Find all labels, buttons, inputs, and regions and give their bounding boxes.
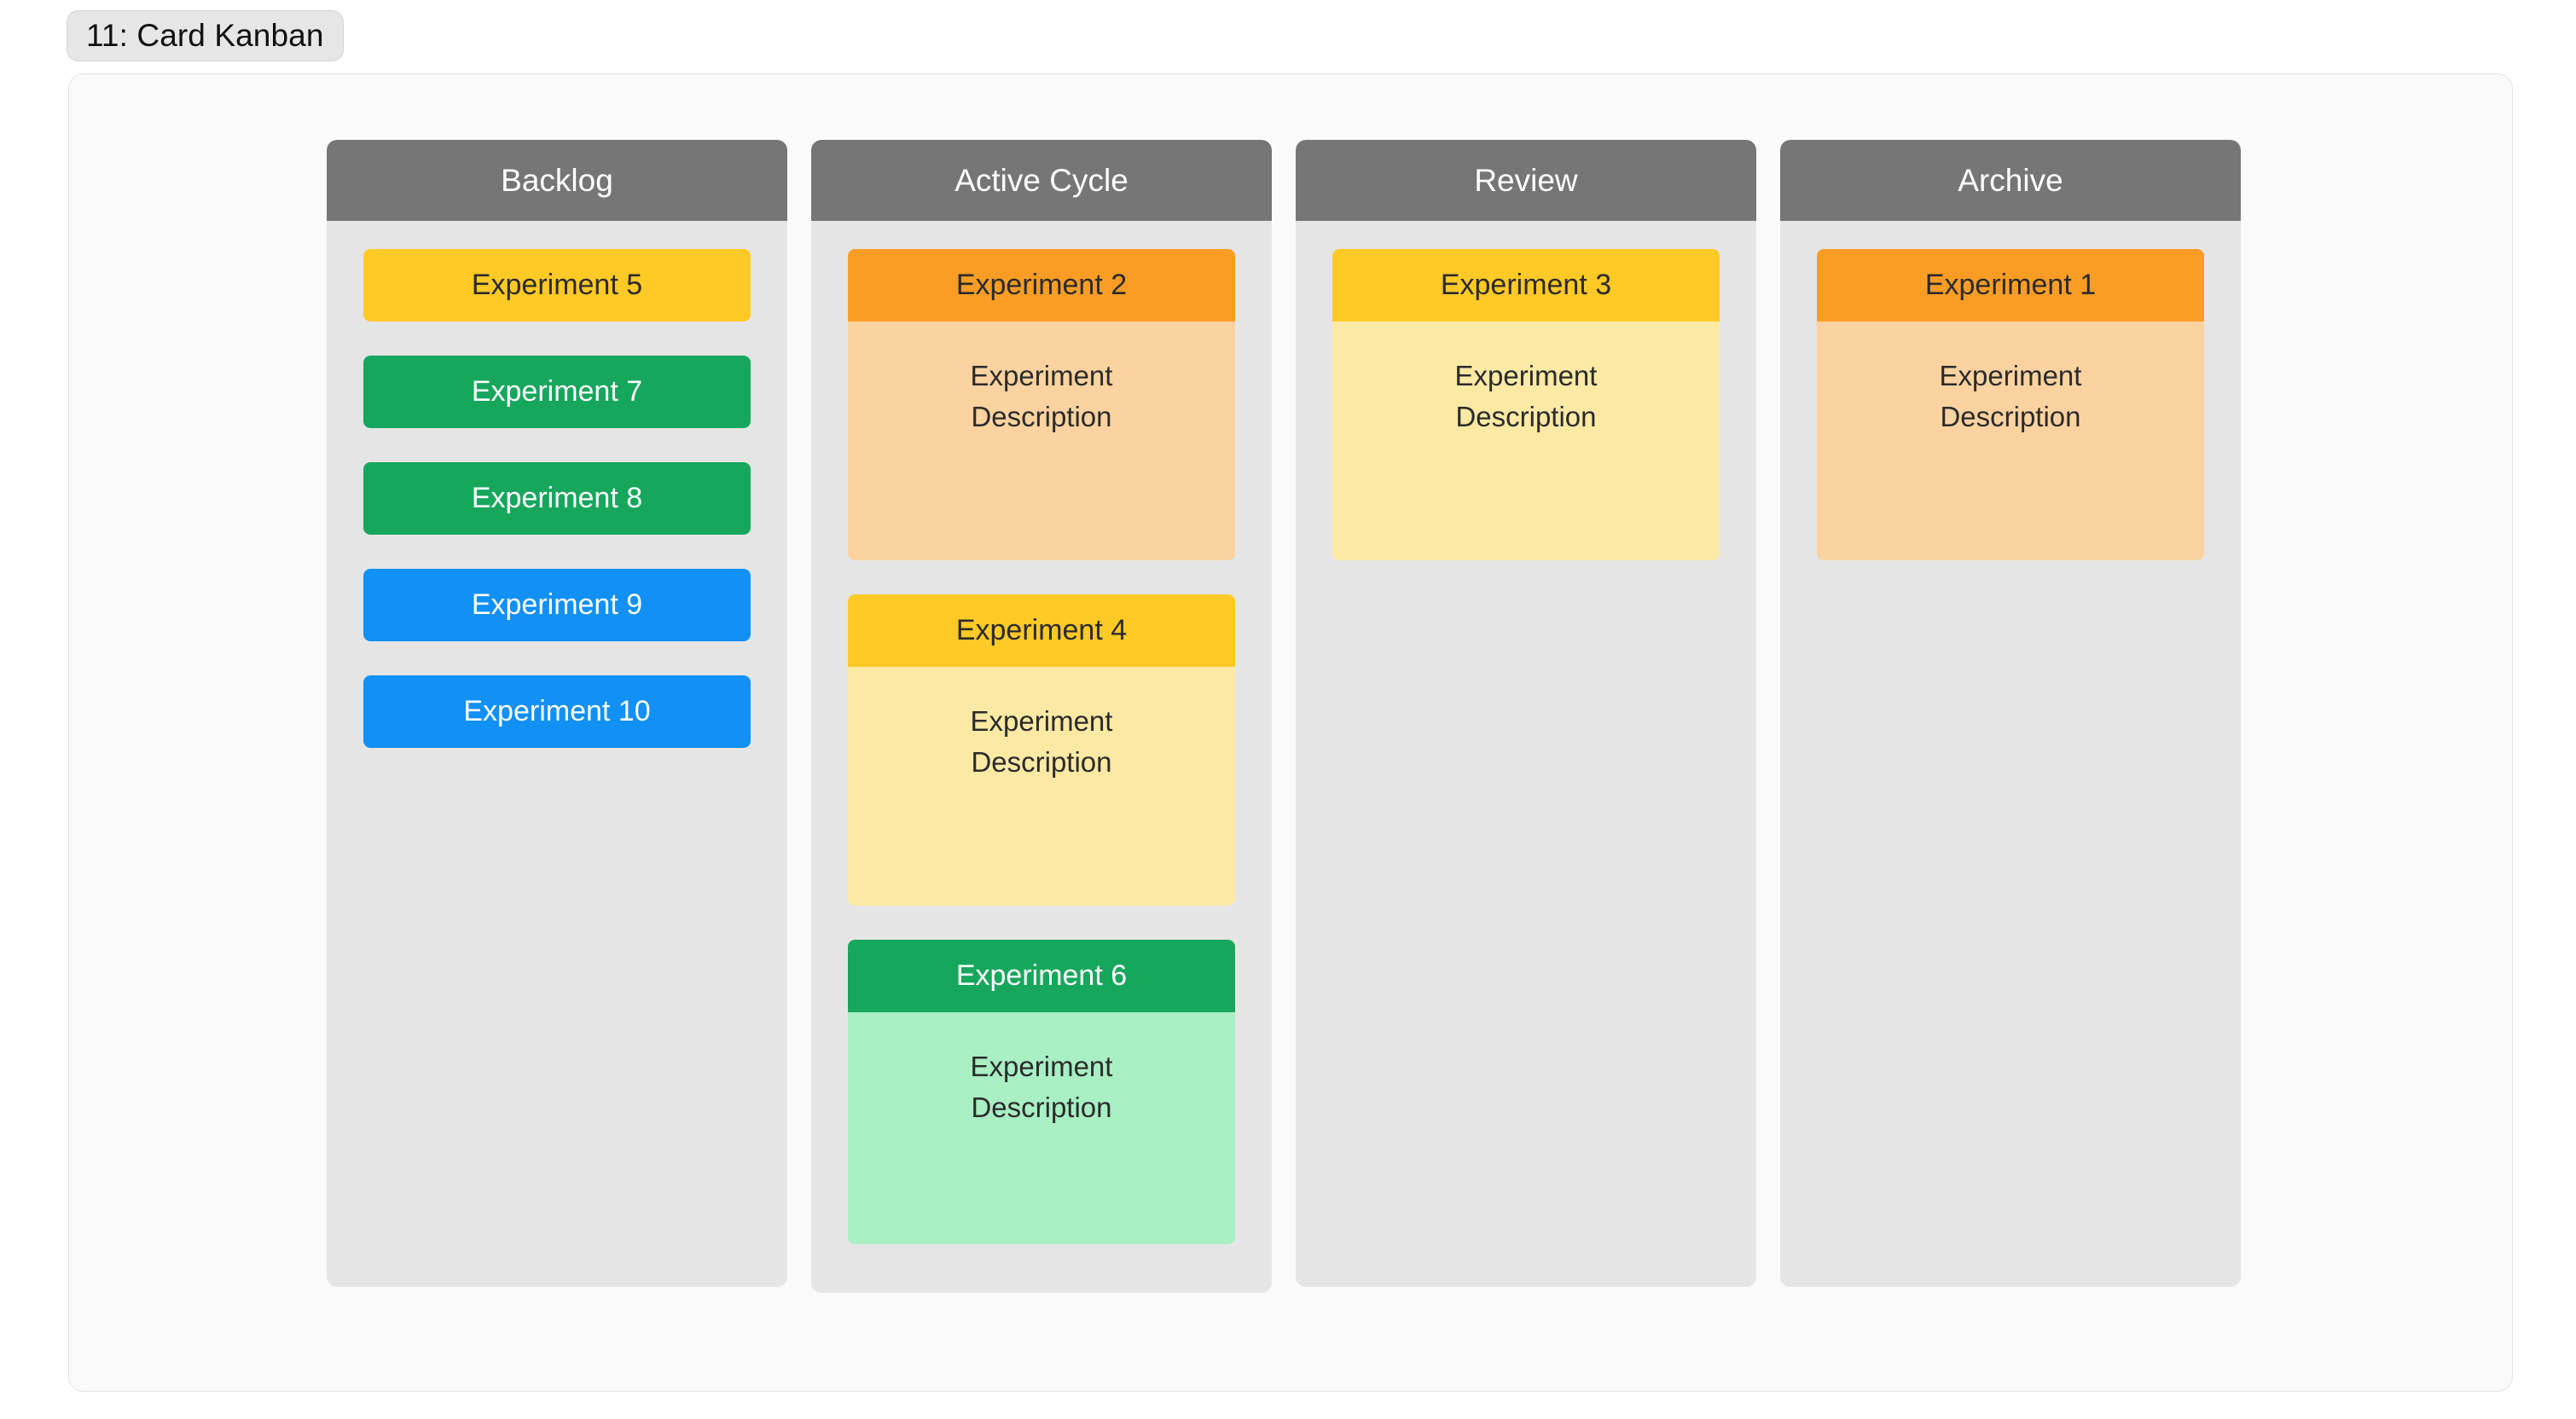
kanban-card[interactable]: Experiment 7 xyxy=(363,356,751,428)
page-title-badge: 11: Card Kanban xyxy=(67,10,344,61)
card-title: Experiment 4 xyxy=(848,594,1235,667)
card-title: Experiment 8 xyxy=(363,462,751,535)
column-header-archive: Archive xyxy=(1780,140,2241,221)
card-title: Experiment 1 xyxy=(1817,249,2204,321)
card-description: Experiment Description xyxy=(1817,321,2204,560)
column-header-backlog: Backlog xyxy=(327,140,787,221)
column-dropzone-backlog[interactable]: Experiment 5 Experiment 7 Experiment 8 Expe… xyxy=(327,221,787,1287)
card-title: Experiment 5 xyxy=(363,249,751,321)
card-title: Experiment 9 xyxy=(363,569,751,641)
card-description: Experiment Description xyxy=(1332,321,1720,560)
card-title: Experiment 2 xyxy=(848,249,1235,321)
page-title-label: 11: Card Kanban xyxy=(86,18,324,53)
card-description: Experiment Description xyxy=(848,321,1235,560)
card-description: Experiment Description xyxy=(848,667,1235,906)
kanban-card[interactable]: Experiment 10 xyxy=(363,675,751,748)
card-title: Experiment 3 xyxy=(1332,249,1720,321)
kanban-card[interactable]: Experiment 8 xyxy=(363,462,751,535)
card-title: Experiment 7 xyxy=(363,356,751,428)
column-header-review: Review xyxy=(1296,140,1756,221)
kanban-card[interactable]: Experiment 9 xyxy=(363,569,751,641)
card-title: Experiment 10 xyxy=(363,675,751,748)
card-description: Experiment Description xyxy=(848,1012,1235,1244)
kanban-card[interactable]: Experiment 5 xyxy=(363,249,751,321)
column-header-active-cycle: Active Cycle xyxy=(811,140,1272,221)
card-title: Experiment 6 xyxy=(848,940,1235,1012)
